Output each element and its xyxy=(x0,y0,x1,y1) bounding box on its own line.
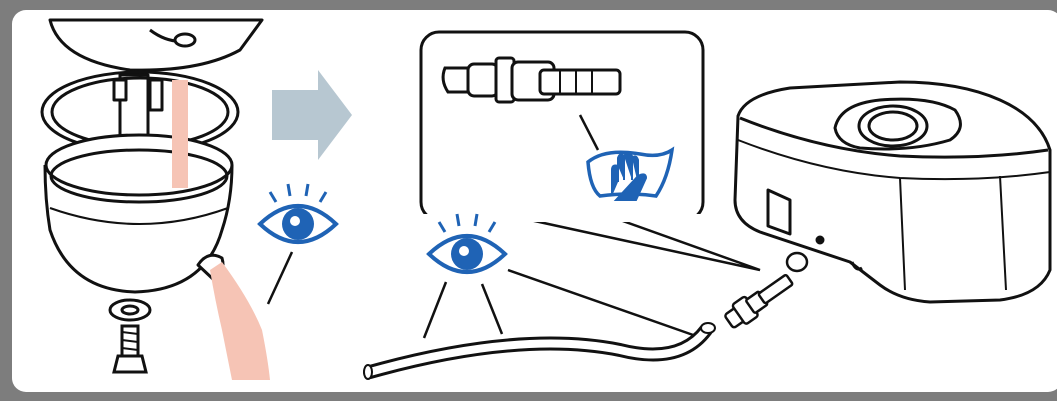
fuel-fitting xyxy=(724,273,794,329)
drain-bolt xyxy=(108,298,152,374)
cloth-hand-icon xyxy=(586,146,675,201)
fuel-flow-stream xyxy=(172,80,188,188)
fuel-fitting-enlarged xyxy=(441,56,622,104)
arrow-right-icon xyxy=(272,70,352,160)
pointer-line xyxy=(578,114,600,151)
fuel-line-hose xyxy=(363,322,716,380)
pointer-line xyxy=(480,283,504,335)
fitting-o-ring xyxy=(785,251,809,273)
fuel-drain-flow xyxy=(210,262,270,380)
eye-icon xyxy=(426,213,508,274)
valve-housing xyxy=(48,18,264,72)
cup-rim xyxy=(44,133,234,197)
eye-icon xyxy=(257,183,339,244)
pointer-line xyxy=(266,251,294,305)
pointer-line xyxy=(507,268,697,338)
pointer-line xyxy=(422,281,448,339)
fuel-tank xyxy=(733,80,1052,304)
sediment-cup-assembly xyxy=(40,18,264,294)
